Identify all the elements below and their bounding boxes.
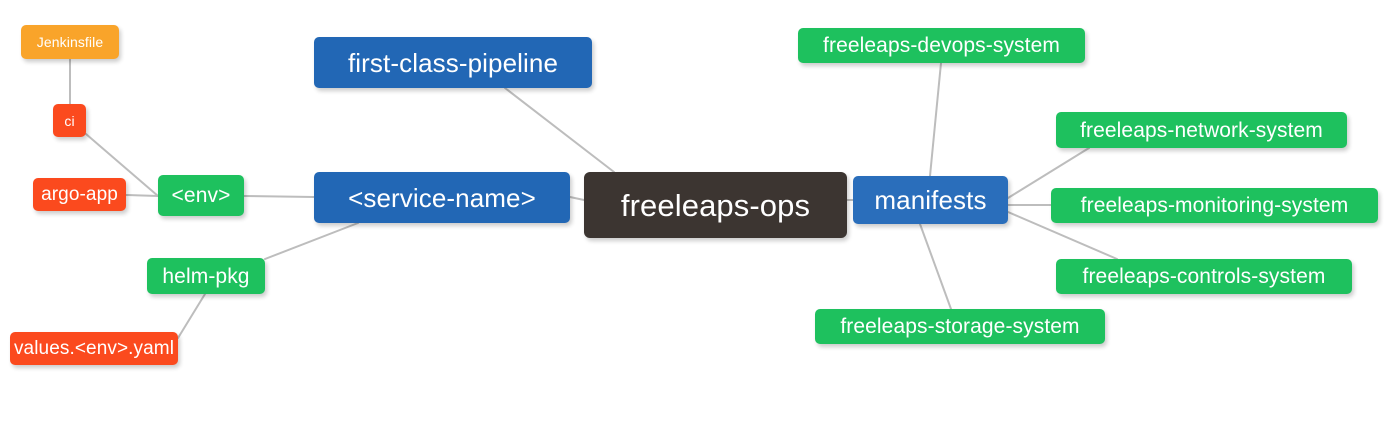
node-values-yaml[interactable]: values.<env>.yaml: [10, 332, 178, 365]
edge-manifests-to-storage: [919, 223, 952, 310]
node-controls[interactable]: freeleaps-controls-system: [1056, 259, 1352, 294]
node-label-jenkinsfile: Jenkinsfile: [36, 34, 104, 50]
node-label-monitoring: freeleaps-monitoring-system: [1080, 194, 1349, 217]
node-monitoring[interactable]: freeleaps-monitoring-system: [1051, 188, 1378, 223]
node-storage[interactable]: freeleaps-storage-system: [815, 309, 1105, 344]
edge-values-yaml-to-helm-pkg: [177, 293, 206, 339]
node-label-values-yaml: values.<env>.yaml: [13, 338, 175, 359]
node-label-ci: ci: [64, 112, 75, 129]
node-helm-pkg[interactable]: helm-pkg: [147, 258, 265, 294]
node-label-env: <env>: [171, 184, 231, 207]
node-label-freeleaps-ops: freeleaps-ops: [620, 187, 811, 223]
node-label-controls: freeleaps-controls-system: [1082, 265, 1326, 288]
edge-helm-pkg-to-service-name: [264, 222, 359, 260]
node-freeleaps-ops[interactable]: freeleaps-ops: [584, 172, 847, 238]
node-label-storage: freeleaps-storage-system: [840, 315, 1080, 338]
node-label-network: freeleaps-network-system: [1080, 118, 1323, 142]
node-label-helm-pkg: helm-pkg: [162, 264, 250, 288]
node-env[interactable]: <env>: [158, 175, 244, 216]
node-service-name[interactable]: <service-name>: [314, 172, 570, 223]
node-ci[interactable]: ci: [53, 104, 86, 137]
edge-manifests-to-devops: [929, 62, 942, 177]
node-argo-app[interactable]: argo-app: [33, 178, 126, 211]
node-label-argo-app: argo-app: [41, 184, 118, 205]
node-manifests[interactable]: manifests: [853, 176, 1008, 224]
node-devops[interactable]: freeleaps-devops-system: [798, 28, 1085, 63]
node-label-service-name: <service-name>: [348, 182, 536, 213]
node-label-devops: freeleaps-devops-system: [823, 34, 1060, 57]
node-label-manifests: manifests: [874, 185, 987, 215]
edge-argo-app-to-env: [125, 194, 159, 197]
node-network[interactable]: freeleaps-network-system: [1056, 112, 1347, 148]
node-jenkinsfile[interactable]: Jenkinsfile: [21, 25, 119, 59]
edge-env-to-service-name: [243, 195, 315, 198]
edge-first-class-pipeline-to-freeleaps-ops: [504, 87, 615, 173]
node-label-first-class-pipeline: first-class-pipeline: [347, 47, 559, 78]
node-first-class-pipeline[interactable]: first-class-pipeline: [314, 37, 592, 88]
edge-service-name-to-freeleaps-ops: [569, 196, 585, 201]
